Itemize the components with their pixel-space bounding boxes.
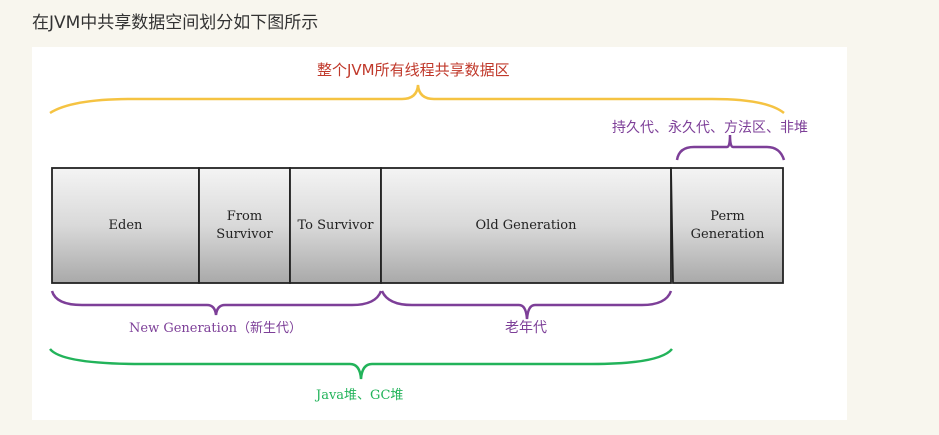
jvm-diagram: 整个JVM所有线程共享数据区 持久代、永久代、方法区、非堆 Eden From … [32,47,847,420]
segment-old-generation-box [380,167,672,284]
from-survivor-line2: Survivor [216,226,273,242]
from-survivor-line1: From [226,208,263,224]
old-generation-brace [380,290,673,320]
perm-area-label: 持久代、永久代、方法区、非堆 [612,120,808,136]
eden-text: Eden [108,217,143,233]
old-generation-label: Old Generation [381,168,671,283]
from-survivor-label: From Survivor [199,168,290,283]
shared-area-brace [49,84,785,115]
perm-line1: Perm [710,208,745,224]
perm-generation-label: Perm Generation [672,168,783,283]
old-generation-text: Old Generation [475,217,577,233]
page-heading: 在JVM中共享数据空间划分如下图所示 [32,13,319,33]
to-survivor-label: To Survivor [290,168,381,283]
java-heap-brace [49,348,673,380]
segment-eden-box [51,167,200,284]
perm-line2: Generation [690,226,765,242]
new-generation-brace [50,290,383,316]
to-survivor-text: To Survivor [297,217,374,233]
new-generation-label: New Generation（新生代） [129,321,303,336]
segment-perm-box [670,167,784,284]
diagram-graphics [49,84,786,380]
segment-to-survivor-box [289,167,382,284]
java-heap-label: Java堆、GC堆 [316,388,404,403]
eden-label: Eden [52,168,199,283]
shared-area-label: 整个JVM所有线程共享数据区 [317,61,510,79]
segment-from-survivor-box [198,167,291,284]
old-gen-cn-label: 老年代 [505,320,547,336]
perm-brace [675,134,786,161]
